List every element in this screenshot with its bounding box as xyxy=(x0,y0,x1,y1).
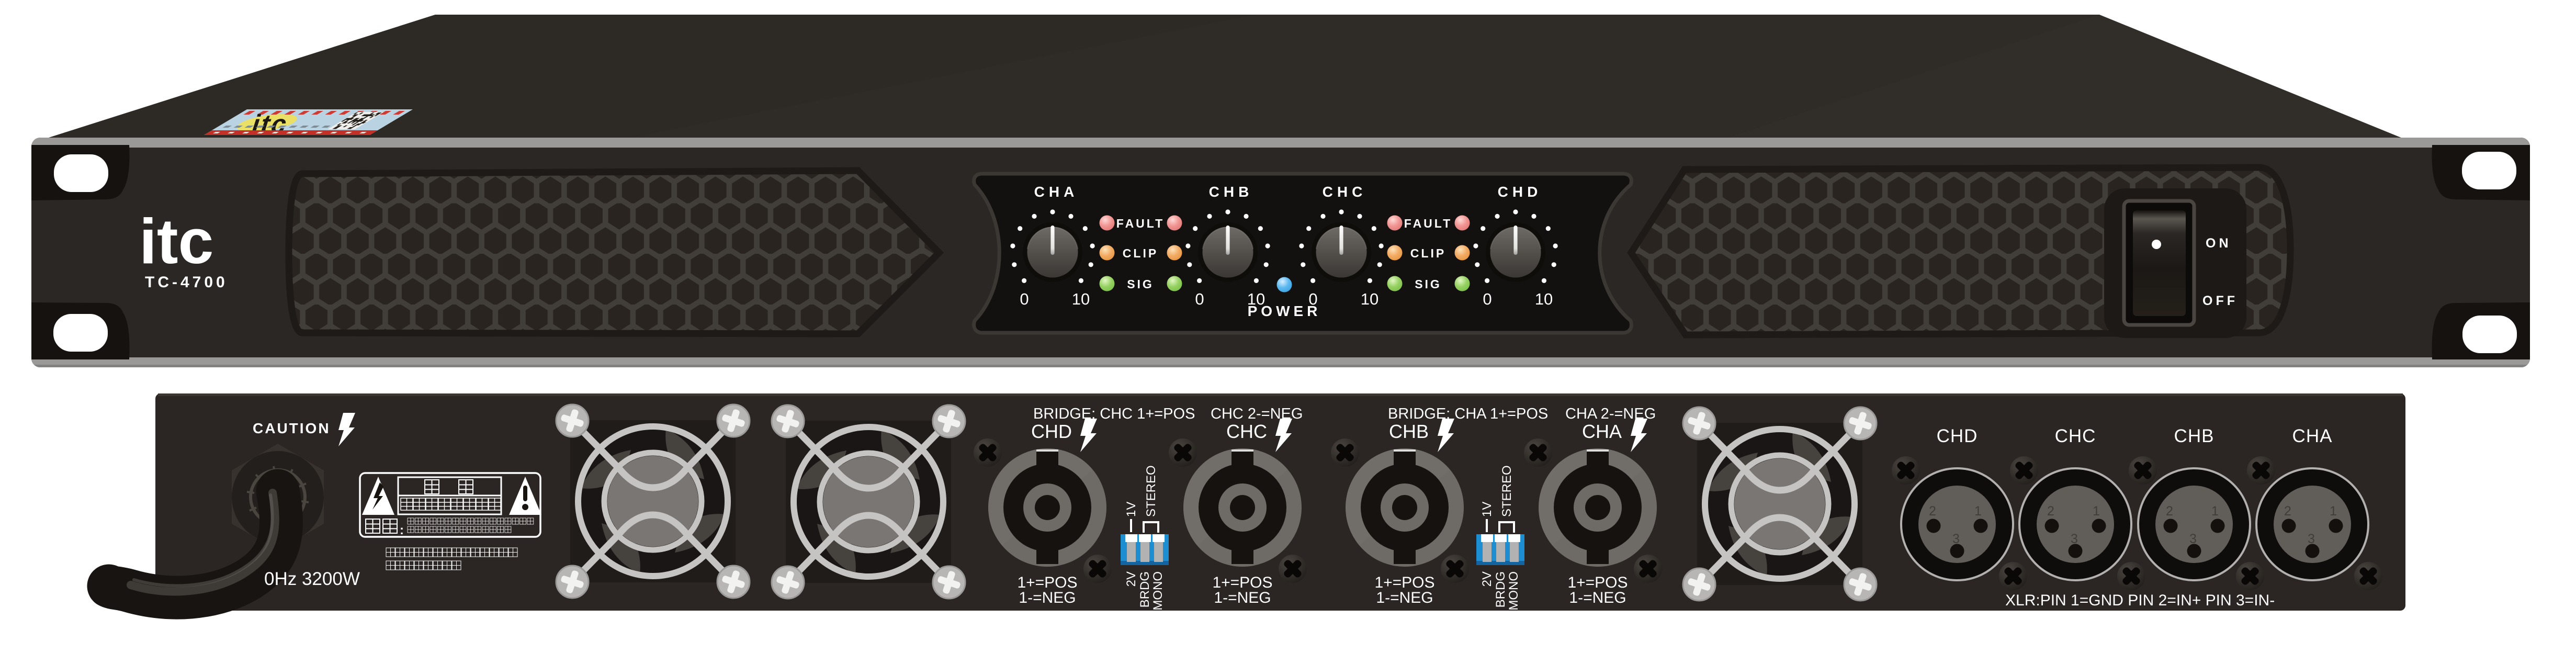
svg-text:BRDG: BRDG xyxy=(1494,571,1508,607)
svg-text::: : xyxy=(400,523,404,537)
svg-text:STEREO: STEREO xyxy=(1144,465,1158,517)
svg-text:CAUTION: CAUTION xyxy=(253,420,331,436)
svg-text:OFF: OFF xyxy=(2202,294,2238,308)
svg-text:CHA 2-=NEG: CHA 2-=NEG xyxy=(1565,406,1656,422)
svg-text:CHC: CHC xyxy=(1323,184,1367,200)
svg-text:ON: ON xyxy=(2206,236,2232,251)
svg-text:10: 10 xyxy=(1361,290,1379,308)
svg-text:0: 0 xyxy=(1483,290,1492,308)
svg-text:1+=POS: 1+=POS xyxy=(1567,574,1628,591)
svg-text:STEREO: STEREO xyxy=(1500,465,1514,517)
svg-text:CLIP: CLIP xyxy=(1410,246,1446,260)
svg-text:CHD: CHD xyxy=(1498,184,1542,200)
svg-text:10: 10 xyxy=(1072,290,1090,308)
svg-text:CHC: CHC xyxy=(2055,426,2096,446)
svg-text:CHC: CHC xyxy=(1226,421,1267,442)
svg-text:CHD: CHD xyxy=(1937,426,1978,446)
svg-text:CHB: CHB xyxy=(1389,421,1429,442)
svg-text:POWER: POWER xyxy=(1248,303,1321,319)
svg-text:SIG: SIG xyxy=(1415,277,1442,291)
svg-text:1-=NEG: 1-=NEG xyxy=(1569,589,1626,606)
svg-text:1-=NEG: 1-=NEG xyxy=(1214,589,1271,606)
svg-text:1+=POS: 1+=POS xyxy=(1374,574,1434,591)
svg-text:0Hz 3200W: 0Hz 3200W xyxy=(264,569,360,589)
svg-text:2V: 2V xyxy=(1124,571,1138,587)
svg-text:CHA: CHA xyxy=(1034,184,1079,200)
svg-text:CLIP: CLIP xyxy=(1123,246,1158,260)
svg-text:FAULT: FAULT xyxy=(1116,217,1165,230)
svg-text:BRIDGE: CHC 1+=POS: BRIDGE: CHC 1+=POS xyxy=(1033,406,1195,422)
svg-text:1+=POS: 1+=POS xyxy=(1212,574,1272,591)
svg-text:1-=NEG: 1-=NEG xyxy=(1376,589,1433,606)
svg-text:BRIDGE: CHA 1+=POS: BRIDGE: CHA 1+=POS xyxy=(1388,406,1548,422)
svg-text:10: 10 xyxy=(1535,290,1553,308)
svg-text:CHC 2-=NEG: CHC 2-=NEG xyxy=(1211,406,1303,422)
svg-text:itc: itc xyxy=(139,206,213,277)
svg-text:1V: 1V xyxy=(1124,502,1138,517)
svg-text:CHD: CHD xyxy=(1031,421,1072,442)
svg-text:MONO: MONO xyxy=(1151,571,1165,611)
svg-text:CHB: CHB xyxy=(2174,426,2215,446)
svg-text:0: 0 xyxy=(1308,290,1317,308)
svg-text:CHA: CHA xyxy=(2292,426,2333,446)
svg-text:MONO: MONO xyxy=(1507,571,1521,611)
svg-text:TC-4700: TC-4700 xyxy=(145,274,228,291)
svg-text:1+=POS: 1+=POS xyxy=(1017,574,1077,591)
svg-text:0: 0 xyxy=(1020,290,1029,308)
svg-text:FAULT: FAULT xyxy=(1404,217,1452,230)
svg-text:1V: 1V xyxy=(1480,502,1494,517)
svg-text:XLR:PIN 1=GND PIN 2=IN+ PIN 3=: XLR:PIN 1=GND PIN 2=IN+ PIN 3=IN- xyxy=(2005,592,2275,609)
svg-text:1-=NEG: 1-=NEG xyxy=(1019,589,1076,606)
svg-text:BRDG: BRDG xyxy=(1138,571,1152,607)
svg-text:SIG: SIG xyxy=(1127,277,1154,291)
svg-text:2V: 2V xyxy=(1480,571,1494,587)
svg-text:0: 0 xyxy=(1195,290,1204,308)
svg-text:10: 10 xyxy=(1247,290,1265,308)
svg-text:CHB: CHB xyxy=(1209,184,1253,200)
svg-text:CHA: CHA xyxy=(1582,421,1622,442)
